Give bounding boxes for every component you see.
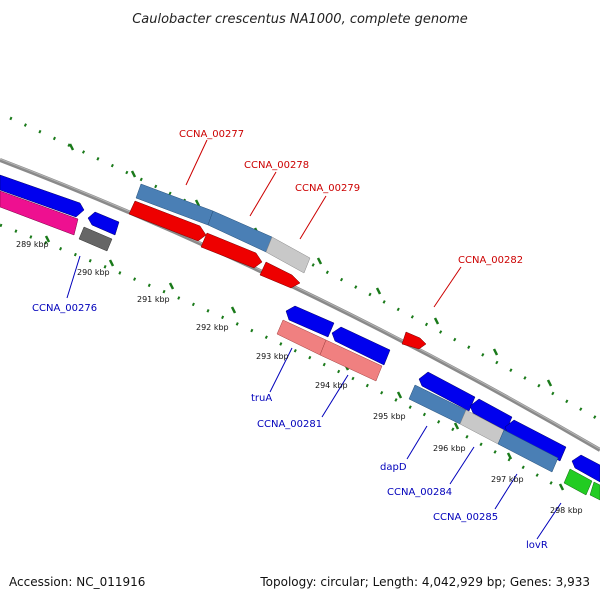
gene-forward-green (563, 468, 593, 496)
gene-label-ccna-00279[interactable]: CCNA_00279 (295, 183, 360, 194)
kbp-tick-labels: 289 kbp 290 kbp 291 kbp 292 kbp 293 kbp … (16, 240, 583, 515)
kbp-label: 295 kbp (373, 412, 406, 421)
accession-text: Accession: NC_011916 (9, 575, 145, 589)
forward-strand-genes (0, 174, 600, 501)
gene-label-ccna-00281[interactable]: CCNA_00281 (257, 419, 322, 430)
kbp-label: 290 kbp (77, 268, 110, 277)
reverse-gene-labels: CCNA_00276 truA CCNA_00281 dapD CCNA_002… (32, 303, 548, 551)
map-title: Caulobacter crescentus NA1000, complete … (132, 12, 468, 27)
kbp-label: 289 kbp (16, 240, 49, 249)
kbp-label: 292 kbp (196, 323, 229, 332)
gene-reverse-pink (319, 339, 383, 382)
reverse-label-leaders (66, 255, 562, 540)
gene-reverse-darkgray (78, 226, 113, 252)
outer-major-ticks (68, 143, 553, 387)
gene-label-dapd[interactable]: dapD (380, 462, 407, 473)
gene-label-ccna-00277[interactable]: CCNA_00277 (179, 129, 244, 140)
genome-backbone (0, 158, 600, 452)
gene-label-ccna-00276[interactable]: CCNA_00276 (32, 303, 97, 314)
kbp-label: 291 kbp (137, 295, 170, 304)
gene-forward-red (128, 200, 207, 242)
kbp-label: 293 kbp (256, 352, 289, 361)
inner-major-ticks (44, 235, 565, 491)
topology-summary-text: Topology: circular; Length: 4,042,929 bp… (259, 575, 590, 589)
gene-reverse-blue (285, 305, 335, 338)
gene-label-ccna-00285[interactable]: CCNA_00285 (433, 512, 498, 523)
kbp-label: 298 kbp (550, 506, 583, 515)
gene-forward-blue (0, 174, 85, 218)
gene-forward-green (589, 481, 600, 501)
gene-reverse-blue (87, 211, 120, 236)
gene-label-trua[interactable]: truA (251, 393, 272, 404)
reverse-strand-genes (0, 190, 600, 483)
gene-reverse-blue (469, 398, 513, 432)
gene-label-ccna-00278[interactable]: CCNA_00278 (244, 160, 309, 171)
kbp-label: 294 kbp (315, 381, 348, 390)
gene-label-lovr[interactable]: lovR (526, 540, 548, 551)
gene-reverse-blue (571, 454, 600, 483)
gene-forward-red (401, 331, 427, 350)
gene-reverse-blue (418, 371, 476, 412)
gene-reverse-blue (331, 326, 391, 366)
gene-label-ccna-00284[interactable]: CCNA_00284 (387, 487, 452, 498)
gene-label-ccna-00282[interactable]: CCNA_00282 (458, 255, 523, 266)
kbp-label: 296 kbp (433, 444, 466, 453)
gene-forward-red (259, 261, 301, 289)
gene-reverse-magenta (0, 190, 79, 236)
genome-backbone-highlight (0, 158, 600, 450)
gene-forward-lightgray (265, 236, 311, 274)
gene-reverse-steelblue (497, 429, 559, 473)
forward-label-leaders (185, 139, 462, 308)
gene-forward-red (200, 232, 263, 269)
kbp-label: 297 kbp (491, 475, 524, 484)
forward-gene-labels: CCNA_00277 CCNA_00278 CCNA_00279 CCNA_00… (179, 129, 523, 266)
